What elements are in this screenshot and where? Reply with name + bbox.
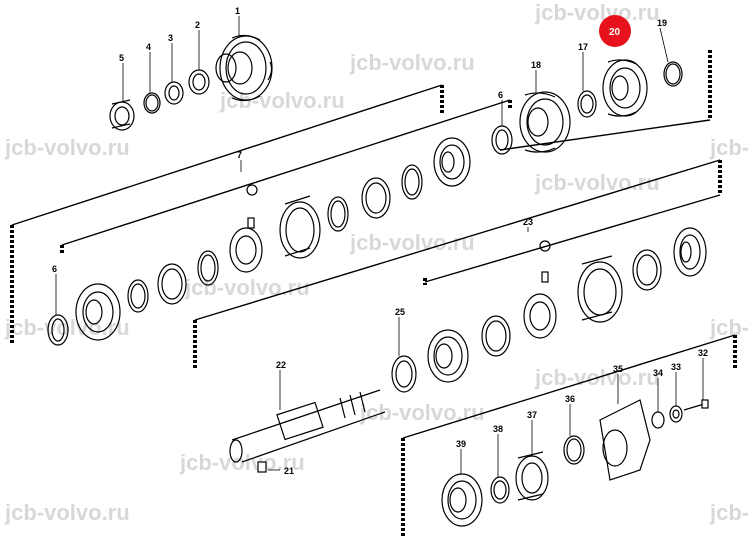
gear-low-1 (427, 329, 469, 383)
callout-21: 21 (284, 466, 294, 476)
gear-mid-1 (75, 283, 121, 341)
sleeve-low (577, 255, 623, 323)
part-34-ring (651, 411, 665, 429)
part-19-snap-ring (663, 61, 683, 87)
callout-4: 4 (146, 42, 151, 52)
watermark: jcb-volvo.ru (4, 500, 130, 525)
group-top-right-bracket (499, 50, 712, 151)
callout-6-top: 6 (498, 90, 503, 100)
callout-34: 34 (653, 368, 663, 378)
part-17-ring (577, 90, 597, 118)
callout-22: 22 (276, 360, 286, 370)
callout-2: 2 (195, 20, 200, 30)
gear-mid-2 (433, 137, 471, 187)
watermark: jcb-volvo.ru (534, 0, 660, 25)
callout-25: 25 (395, 307, 405, 317)
watermark: jcb-volvo.ru (4, 135, 130, 160)
hub-mid (229, 184, 263, 273)
watermark: jcb-volvo.ru (709, 315, 750, 340)
part-1-gear (215, 34, 273, 102)
watermark: jcb-volvo.ru (349, 50, 475, 75)
sleeve-mid (279, 195, 321, 259)
callout-18: 18 (531, 60, 541, 70)
callout-39: 39 (456, 439, 466, 449)
part-20-gear (602, 59, 648, 117)
cone-mid-1 (157, 263, 187, 305)
group-7-bracket (10, 84, 512, 345)
callout-19: 19 (657, 18, 667, 28)
part-37-bearing (515, 451, 549, 501)
callout-32: 32 (698, 348, 708, 358)
cone-mid-2 (361, 177, 391, 219)
callout-33: 33 (671, 362, 681, 372)
watermark: jcb-volvo.ru (349, 230, 475, 255)
part-33-washer (669, 405, 683, 423)
part-32-bolt (683, 399, 709, 411)
part-36-snap-ring (563, 435, 585, 465)
part-38-washer (490, 476, 510, 504)
callout-6-left: 6 (52, 264, 57, 274)
sync-ring-mid-1 (127, 279, 149, 313)
gear-low-2 (673, 227, 707, 277)
callout-5: 5 (119, 53, 124, 63)
part-2-ring (188, 69, 210, 95)
part-5-bearing (109, 99, 135, 131)
part-22-shaft (229, 389, 386, 473)
callout-35: 35 (613, 364, 623, 374)
watermark: jcb-volvo.ru (534, 170, 660, 195)
callout-37: 37 (527, 410, 537, 420)
ring-mid-3 (327, 196, 349, 232)
watermark: jcb-volvo.ru (359, 400, 485, 425)
highlight-callout-20[interactable]: 20 (599, 15, 631, 47)
callout-17: 17 (578, 42, 588, 52)
part-6-washer-left (47, 314, 69, 346)
hub-low (523, 240, 557, 339)
callout-38: 38 (493, 424, 503, 434)
group-bottom-bracket (401, 334, 737, 538)
leader-lines (55, 16, 704, 477)
callout-7: 7 (237, 150, 242, 160)
part-4-snap-ring (143, 92, 161, 114)
highlight-label: 20 (609, 27, 621, 38)
part-3-washer (164, 81, 184, 105)
part-35-yoke (599, 399, 651, 481)
ring-mid-2 (197, 250, 219, 286)
part-6-washer-top (491, 125, 513, 155)
group-23-bracket (193, 159, 722, 370)
highlight-circle[interactable] (599, 15, 631, 47)
watermark: jcb-volvo.ru (184, 275, 310, 300)
part-25-bearing (391, 355, 417, 393)
part-39-gear (441, 473, 483, 527)
callout-1: 1 (235, 6, 240, 16)
callout-3: 3 (168, 33, 173, 43)
cone-low-1 (481, 315, 511, 357)
watermark: jcb-volvo.ru (709, 135, 750, 160)
callout-36: 36 (565, 394, 575, 404)
cone-low-2 (632, 249, 662, 291)
callout-23: 23 (523, 217, 533, 227)
watermark: jcb-volvo.ru (709, 500, 750, 525)
callout-labels: 1 2 3 4 5 6 7 17 18 19 6 22 23 25 21 32 … (52, 6, 708, 476)
ring-mid-4 (401, 164, 423, 200)
part-18-gear (519, 91, 571, 153)
